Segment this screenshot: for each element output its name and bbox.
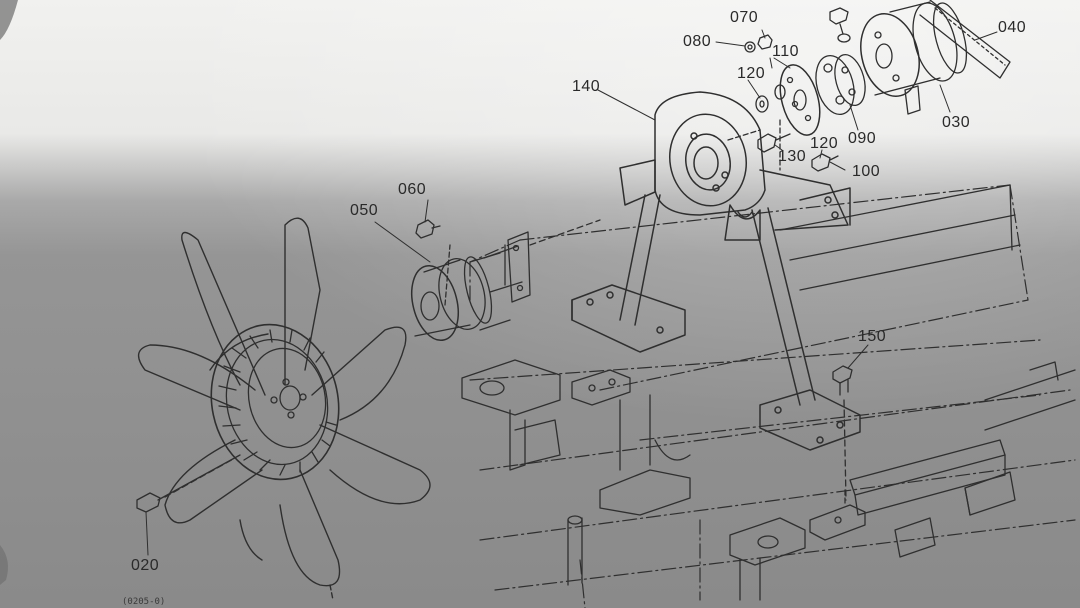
part-label-020: 020: [131, 557, 160, 574]
part-label-060: 060: [398, 181, 427, 198]
bolt-150: [832, 365, 853, 501]
part-label-050: 050: [350, 202, 379, 219]
leader-lines: [145, 29, 998, 556]
stand-140: [571, 91, 861, 451]
part-label-080: 080: [683, 33, 712, 50]
bolt-020: [136, 454, 241, 513]
part-label-140: 140: [572, 78, 601, 95]
part-label-030: 030: [942, 114, 971, 131]
part-label-100: 100: [852, 163, 881, 180]
part-label-150: 150: [858, 328, 887, 345]
chassis-brackets: [461, 184, 1076, 601]
part-label-120-upper: 120: [737, 65, 766, 82]
fan-blades: [137, 217, 431, 601]
part-label-110: 110: [772, 43, 800, 60]
part-label-120-lower: 120: [810, 135, 839, 152]
bolt-060: [415, 219, 441, 239]
coupling-parts: [727, 0, 1011, 172]
part-label-130: 130: [778, 148, 807, 165]
part-label-090: 090: [848, 130, 877, 147]
pulley-050: [411, 219, 601, 342]
part-label-040: 040: [998, 19, 1027, 36]
fan-hub: [210, 323, 340, 481]
part-label-070: 070: [730, 9, 759, 26]
margin-note: (0205-0): [122, 597, 166, 607]
